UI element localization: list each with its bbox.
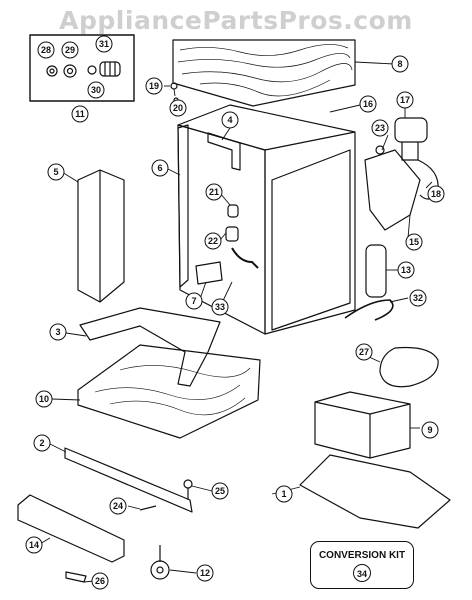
callout-2: 2 — [33, 434, 51, 452]
callout-8: 8 — [391, 55, 409, 73]
svg-text:15: 15 — [409, 237, 419, 247]
callout-17: 17 — [396, 91, 414, 109]
part-14-kick-panel — [17, 494, 125, 563]
svg-text:33: 33 — [215, 302, 225, 312]
svg-text:21: 21 — [209, 187, 219, 197]
svg-text:10: 10 — [39, 394, 49, 404]
part-28-washer — [46, 65, 58, 77]
part-32-hose — [344, 299, 394, 321]
callout-30: 30 — [87, 81, 105, 99]
part-2-rail — [64, 447, 193, 513]
svg-text:26: 26 — [95, 576, 105, 586]
svg-text:14: 14 — [29, 540, 39, 550]
part-13-tube — [365, 244, 387, 298]
callout-31: 31 — [95, 35, 113, 53]
callout-29: 29 — [61, 41, 79, 59]
svg-text:11: 11 — [75, 109, 85, 119]
callout-24: 24 — [109, 497, 127, 515]
part-21-fitting — [227, 204, 239, 218]
svg-text:28: 28 — [41, 45, 51, 55]
svg-text:4: 4 — [227, 115, 232, 125]
callout-3: 3 — [49, 323, 67, 341]
callout-27: 27 — [355, 343, 373, 361]
callout-18: 18 — [427, 185, 445, 203]
svg-text:13: 13 — [401, 265, 411, 275]
callout-28: 28 — [37, 41, 55, 59]
svg-text:18: 18 — [431, 189, 441, 199]
svg-text:24: 24 — [113, 501, 123, 511]
svg-text:16: 16 — [363, 99, 373, 109]
callout-21: 21 — [205, 183, 223, 201]
callout-16: 16 — [359, 95, 377, 113]
svg-text:7: 7 — [191, 296, 196, 306]
svg-text:9: 9 — [427, 425, 432, 435]
svg-text:19: 19 — [149, 81, 159, 91]
callout-26: 26 — [91, 572, 109, 590]
callout-11: 11 — [71, 105, 89, 123]
part-22-valve — [225, 226, 239, 242]
callout-7: 7 — [185, 292, 203, 310]
part-16-side-panel — [271, 149, 351, 331]
callout-32: 32 — [409, 289, 427, 307]
callout-10: 10 — [35, 390, 53, 408]
svg-text:27: 27 — [359, 347, 369, 357]
svg-text:12: 12 — [200, 568, 210, 578]
part-27-clamp — [379, 346, 439, 388]
part-1-tray — [299, 454, 451, 529]
svg-text:22: 22 — [208, 236, 218, 246]
callout-13: 13 — [397, 261, 415, 279]
callout-1: 1 — [275, 485, 293, 503]
callout-22: 22 — [204, 232, 222, 250]
callout-15: 15 — [405, 233, 423, 251]
part-29-nut — [63, 64, 77, 78]
part-23-screw — [375, 145, 385, 155]
conversion-kit-number: 34 — [353, 564, 371, 582]
part-17-pump — [394, 117, 428, 161]
svg-text:1: 1 — [281, 489, 286, 499]
svg-text:25: 25 — [215, 486, 225, 496]
svg-text:5: 5 — [53, 167, 58, 177]
callout-20: 20 — [169, 99, 187, 117]
part-3-rear-bracket — [79, 307, 221, 387]
callout-5: 5 — [47, 163, 65, 181]
watermark: AppliancePartsPros.com — [59, 6, 413, 35]
svg-text:2: 2 — [39, 438, 44, 448]
callout-23: 23 — [371, 119, 389, 137]
conversion-kit-box: CONVERSION KIT 34 — [310, 541, 414, 589]
part-6-front-rail — [177, 124, 189, 288]
svg-text:6: 6 — [157, 163, 162, 173]
svg-text:3: 3 — [55, 327, 60, 337]
svg-text:17: 17 — [400, 95, 410, 105]
part-10-base — [77, 344, 261, 439]
svg-text:23: 23 — [375, 123, 385, 133]
part-24-pin — [139, 505, 157, 511]
callout-14: 14 — [25, 536, 43, 554]
callout-12: 12 — [196, 564, 214, 582]
part-7-valve — [195, 261, 223, 285]
svg-text:29: 29 — [65, 45, 75, 55]
svg-text:8: 8 — [397, 59, 402, 69]
callout-19: 19 — [145, 77, 163, 95]
callout-33: 33 — [211, 298, 229, 316]
part-30-spring — [87, 65, 97, 75]
part-11-inset-box — [29, 34, 135, 102]
callout-9: 9 — [421, 421, 439, 439]
part-4-bracket — [207, 132, 241, 171]
part-8-top-panel — [172, 39, 356, 107]
conversion-kit-title: CONVERSION KIT — [318, 550, 406, 561]
part-25-screw — [183, 479, 193, 500]
svg-text:20: 20 — [173, 103, 183, 113]
callout-6: 6 — [151, 159, 169, 177]
part-31-knob — [99, 61, 121, 77]
part-33-hose — [231, 247, 259, 269]
svg-text:30: 30 — [91, 85, 101, 95]
part-9-filter — [314, 391, 411, 459]
svg-text:32: 32 — [413, 293, 423, 303]
callout-4: 4 — [221, 111, 239, 129]
part-12-caster — [150, 545, 170, 580]
callout-25: 25 — [211, 482, 229, 500]
svg-text:31: 31 — [99, 39, 109, 49]
